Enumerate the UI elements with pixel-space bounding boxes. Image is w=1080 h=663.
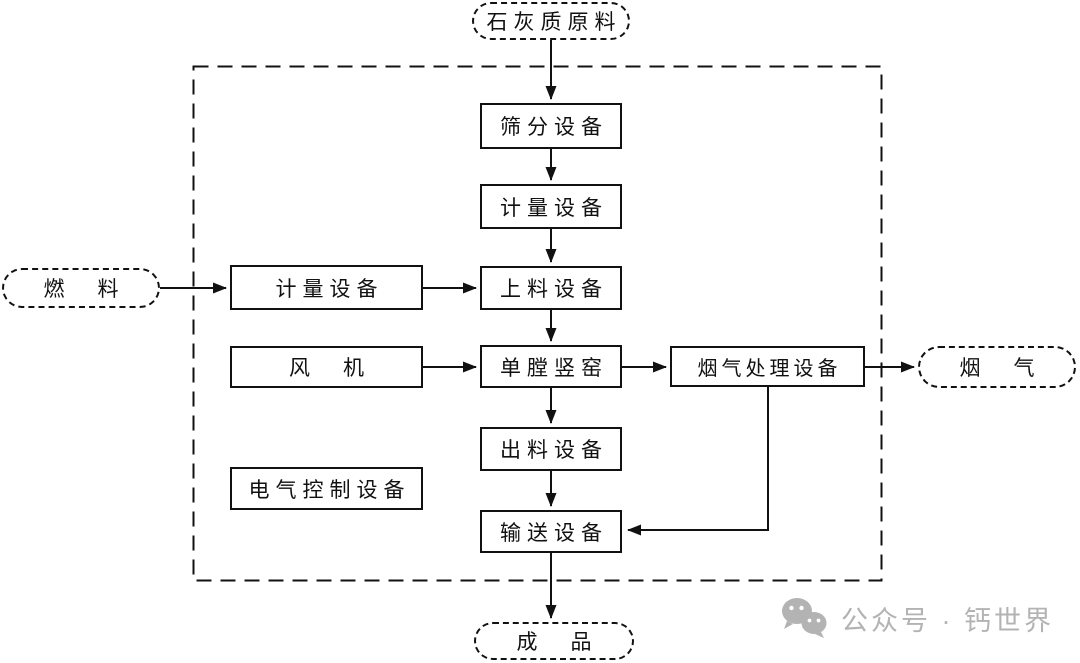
box-label: 筛分设备: [500, 115, 608, 139]
terminal-finished-product: 成 品: [474, 622, 634, 660]
box-label: 单膛竖窑: [500, 355, 608, 380]
box-label: 计量设备: [275, 276, 384, 301]
watermark-text: 公众号 · 钙世界: [841, 605, 1054, 636]
box-fan: 风 机: [230, 346, 423, 388]
box-feeding-equipment: 上料设备: [480, 266, 622, 310]
terminal-label: 石灰质原料: [486, 10, 622, 34]
wechat-icon: [779, 596, 831, 640]
terminal-label: 燃 料: [43, 277, 125, 301]
box-label: 风 机: [289, 356, 370, 380]
box-electric-control-equipment: 电气控制设备: [230, 467, 423, 510]
box-label: 电气控制设备: [248, 477, 411, 502]
watermark: 公众号 · 钙世界: [779, 596, 1054, 640]
box-flue-gas-treatment-equipment: 烟气处理设备: [670, 346, 865, 387]
terminal-limestone-raw-material: 石灰质原料: [472, 2, 630, 40]
box-label: 烟气处理设备: [697, 358, 842, 380]
box-conveying-equipment: 输送设备: [480, 510, 622, 553]
box-metering-equipment-top: 计量设备: [480, 184, 622, 229]
box-label: 输送设备: [500, 520, 608, 545]
terminal-fuel: 燃 料: [2, 268, 160, 308]
terminal-label: 烟 气: [959, 356, 1041, 380]
terminal-flue-gas: 烟 气: [918, 346, 1076, 388]
box-screening-equipment: 筛分设备: [480, 103, 622, 149]
box-discharge-equipment: 出料设备: [480, 427, 622, 471]
box-label: 上料设备: [500, 277, 608, 301]
box-label: 计量设备: [500, 195, 608, 220]
box-single-chamber-shaft-kiln: 单膛竖窑: [480, 345, 622, 388]
box-metering-equipment-fuel: 计量设备: [230, 265, 423, 310]
box-label: 出料设备: [500, 438, 608, 462]
terminal-label: 成 品: [516, 630, 598, 654]
